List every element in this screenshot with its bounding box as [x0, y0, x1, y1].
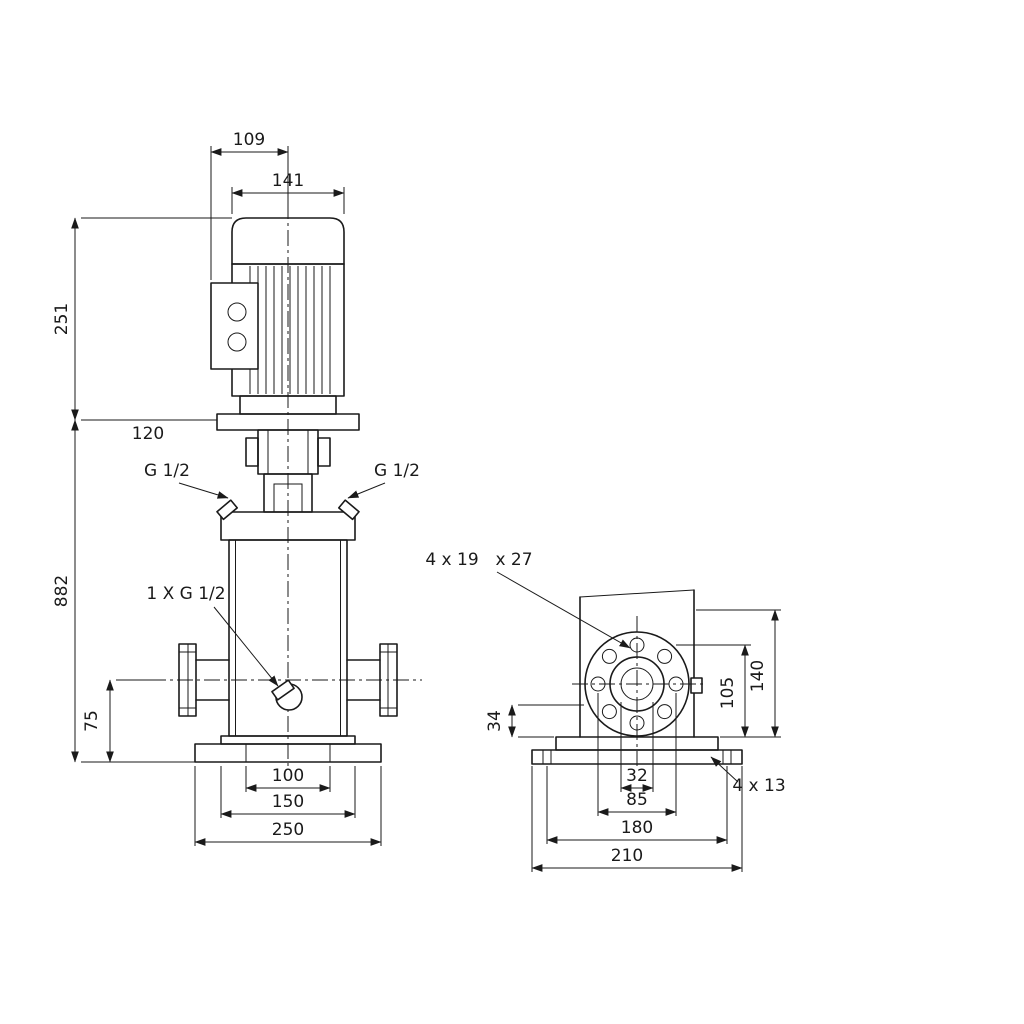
side-column	[579, 589, 695, 738]
coupling-guard	[317, 437, 331, 467]
dim-141: 141	[272, 171, 304, 191]
right-flange	[346, 643, 398, 717]
dim-100: 100	[272, 766, 304, 786]
flange-hole-note: 4 x 19	[425, 550, 478, 570]
dim-210: 210	[611, 846, 643, 866]
dim-109: 109	[233, 130, 265, 150]
vent-plug-right	[337, 499, 360, 521]
port-label-left: G 1/2	[144, 461, 190, 481]
side-plug-tab	[690, 677, 703, 694]
dim-150: 150	[272, 792, 304, 812]
side-dimensions: 34 105 140 32 85 180 210	[485, 609, 781, 872]
left-flange	[178, 643, 230, 717]
flange-counterbore-note: x 27	[495, 550, 532, 570]
side-view: 34 105 140 32 85 180 210	[425, 550, 786, 872]
motor-cooling-fins	[249, 266, 331, 394]
dim-34: 34	[485, 710, 505, 732]
pump-base	[194, 735, 382, 763]
pump-head	[216, 429, 360, 541]
terminal-box	[210, 282, 259, 370]
drain-plug	[271, 679, 303, 711]
side-labels: 4 x 19 x 27 4 x 13	[425, 550, 785, 796]
dim-75: 75	[82, 710, 102, 732]
cable-entry-hole	[227, 332, 247, 352]
dim-140: 140	[748, 660, 768, 692]
vent-plug-left	[216, 499, 239, 521]
coupling-guard	[245, 437, 259, 467]
front-view: 109 141 251 882 120 75	[52, 130, 422, 846]
dim-32: 32	[626, 766, 648, 786]
side-base	[531, 736, 743, 765]
dim-105: 105	[718, 677, 738, 709]
cable-entry-hole	[227, 302, 247, 322]
dim-251: 251	[52, 303, 72, 335]
dim-250: 250	[272, 820, 304, 840]
drain-label: 1 X G 1/2	[146, 584, 225, 604]
dim-120: 120	[132, 424, 164, 444]
dim-180: 180	[621, 818, 653, 838]
base-hole-note: 4 x 13	[732, 776, 785, 796]
dim-882: 882	[52, 575, 72, 607]
dim-85: 85	[626, 790, 648, 810]
front-labels: G 1/2 G 1/2 1 X G 1/2	[144, 461, 420, 687]
front-dimensions: 109 141 251 882 120 75	[52, 130, 382, 846]
port-label-right: G 1/2	[374, 461, 420, 481]
motor	[210, 217, 360, 431]
